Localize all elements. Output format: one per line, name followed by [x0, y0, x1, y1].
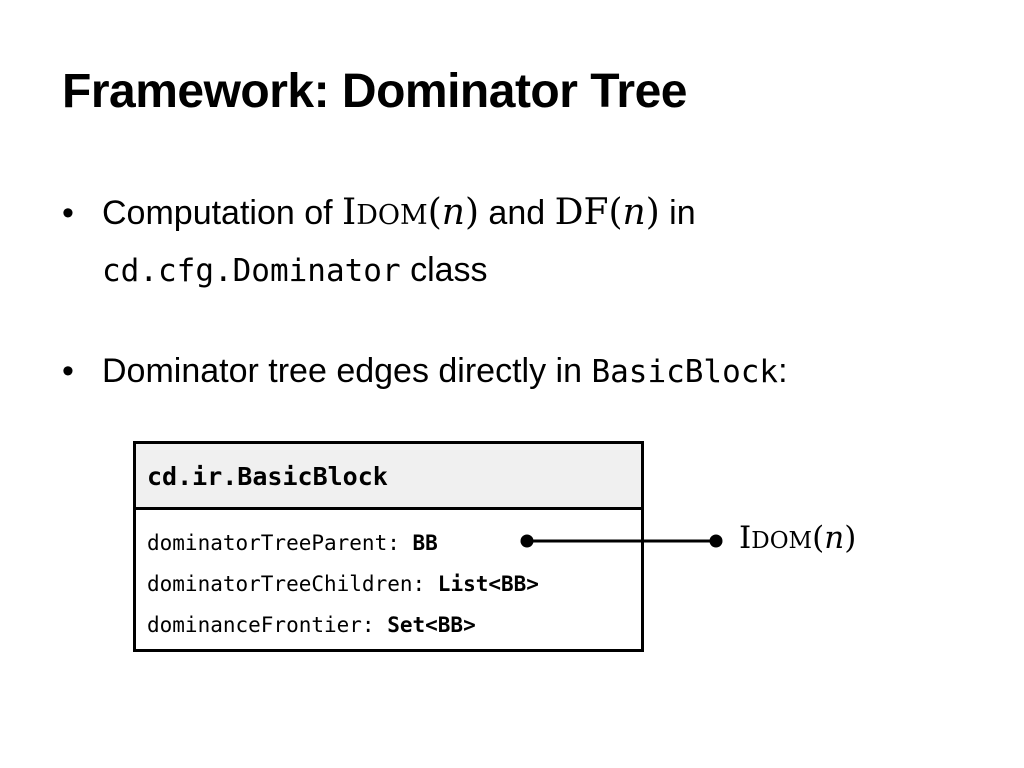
bullet-text: Dominator tree edges directly in BasicBl… — [102, 344, 788, 399]
bullet-text: Computation of IDOM(n) and DF(n) in cd.cf… — [102, 186, 696, 298]
bullet-text-in: in — [659, 194, 696, 232]
bullet-text-post: : — [778, 352, 788, 390]
idom-pointer-label: IDOM(n) — [739, 520, 857, 556]
dominator-class-code: cd.cfg.Dominator — [102, 253, 401, 289]
df-math: DF(n) — [554, 192, 660, 233]
field-dominance-frontier: dominanceFrontier: Set<BB> — [147, 613, 476, 637]
field-dominator-tree-children: dominatorTreeChildren: List<BB> — [147, 572, 539, 596]
basicblock-code: BasicBlock — [591, 354, 779, 390]
bullet-text-pre: Dominator tree edges directly in — [102, 352, 592, 390]
basicblock-class-box: cd.ir.BasicBlock dominatorTreeParent: BB… — [133, 441, 644, 652]
bullet-marker: • — [62, 194, 74, 232]
bullet-text-post: class — [400, 251, 488, 289]
bullet-text-pre: Computation of — [102, 194, 343, 232]
bullet-text-and: and — [478, 194, 555, 232]
class-name: cd.ir.BasicBlock — [136, 444, 641, 510]
connector-end-dot — [709, 534, 723, 548]
slide-title: Framework: Dominator Tree — [62, 65, 688, 118]
bullet-marker: • — [62, 352, 74, 390]
field-dominator-tree-parent: dominatorTreeParent: BB — [147, 531, 438, 555]
idom-math: IDOM(n) — [342, 192, 479, 233]
